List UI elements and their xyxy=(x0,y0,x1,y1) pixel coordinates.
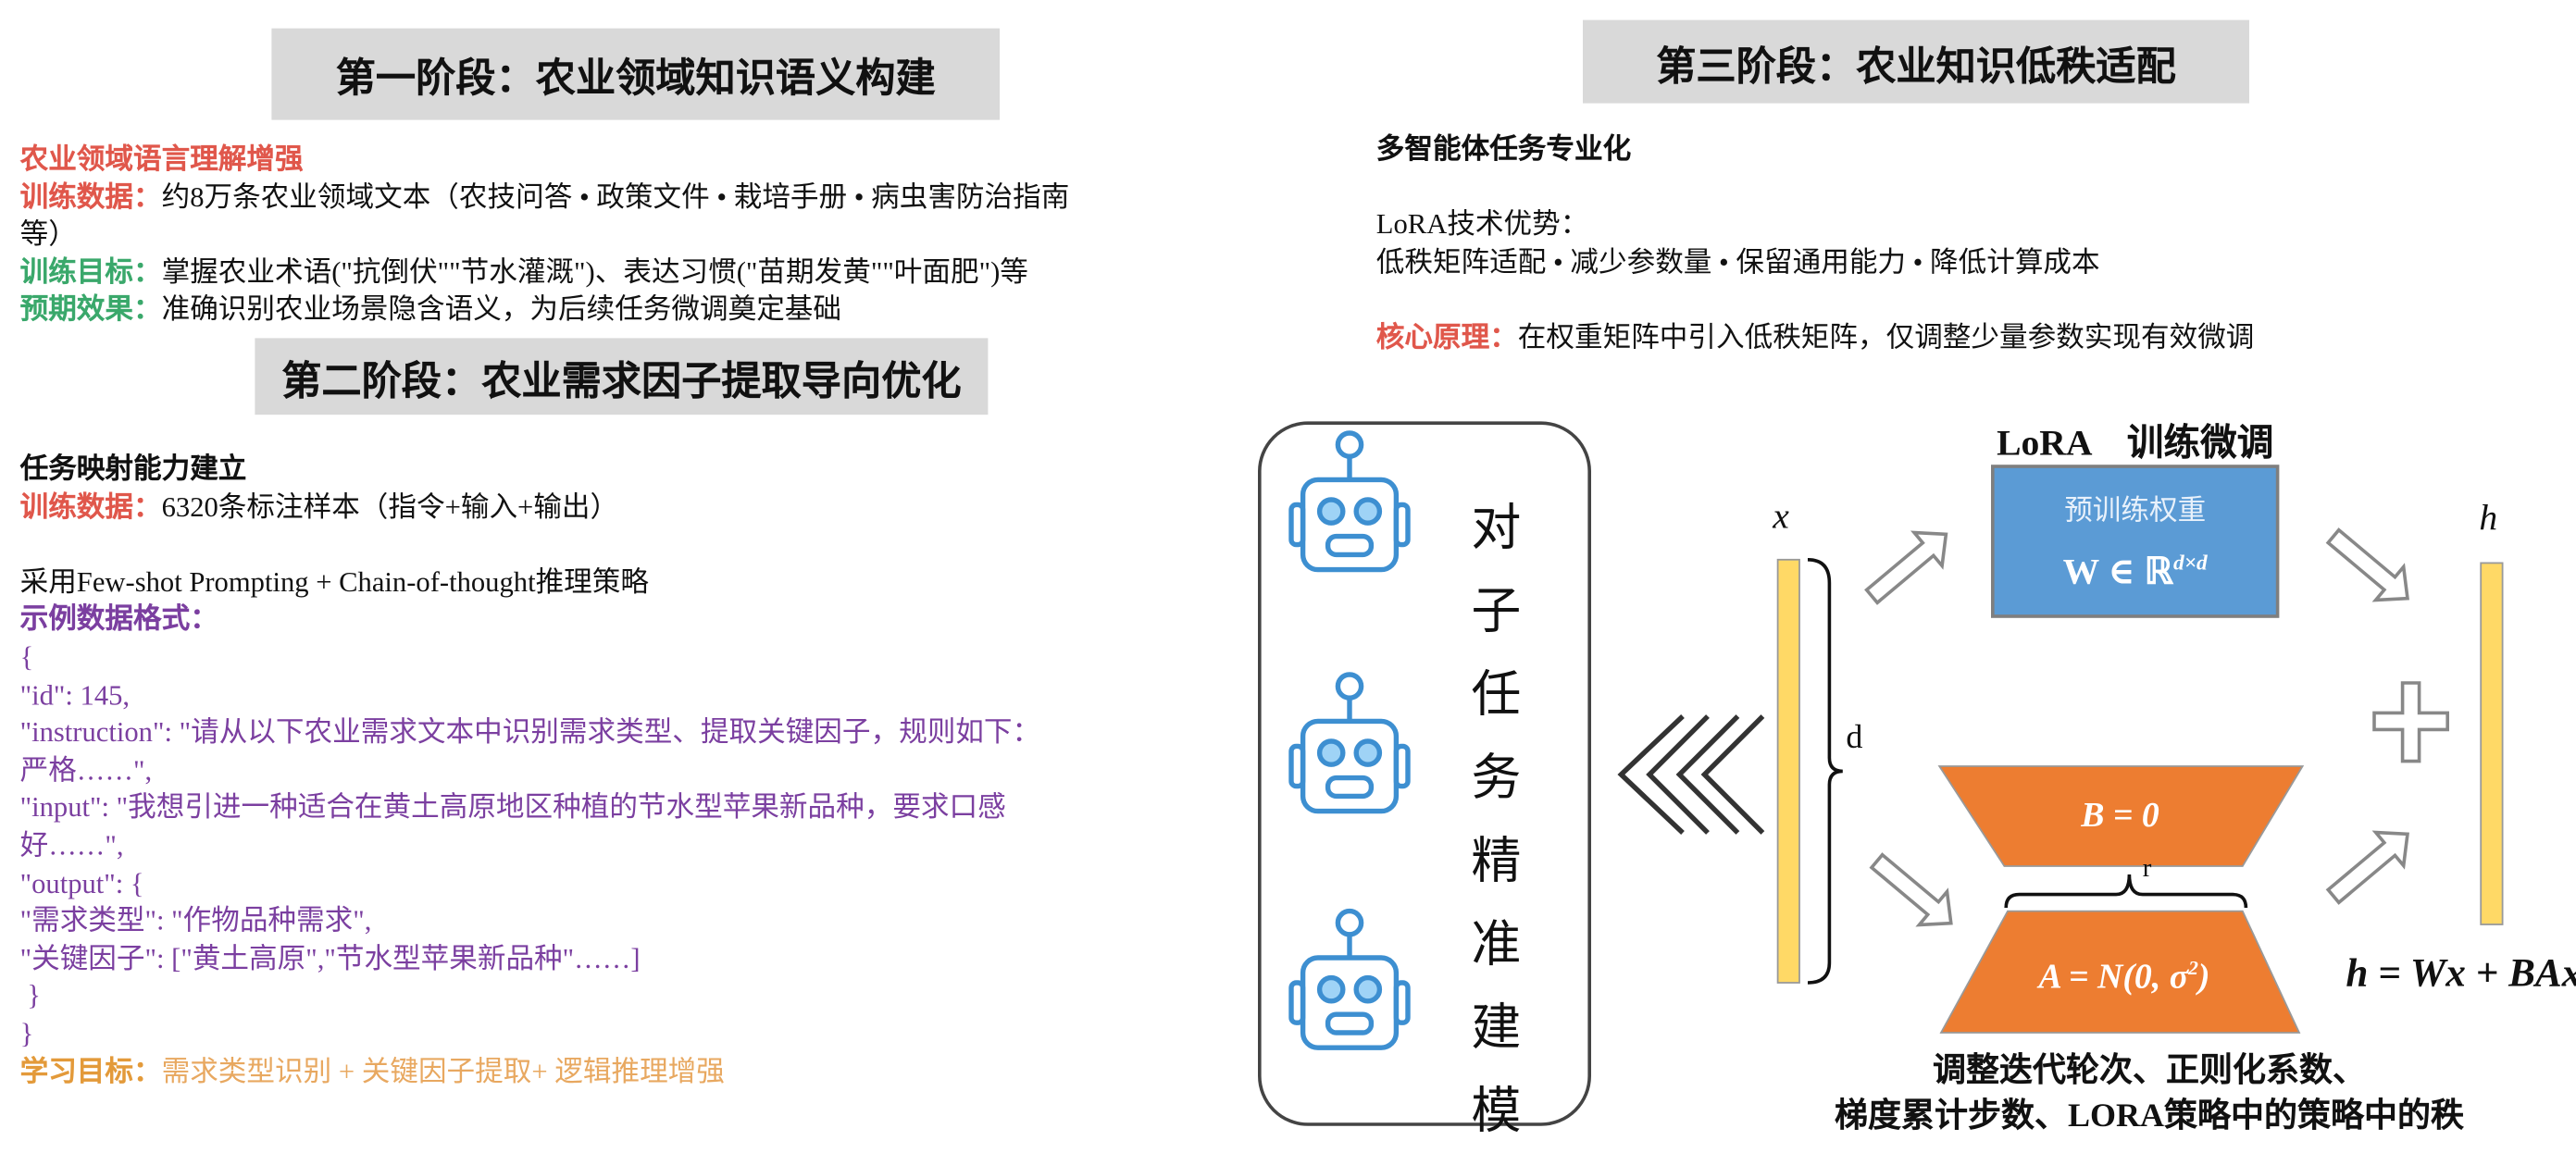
vertical-char: 建 xyxy=(1471,1000,1522,1057)
h-label: h xyxy=(2479,496,2498,539)
w-formula: W ∈ ℝd×d xyxy=(1993,550,2278,593)
value: 在权重矩阵中引入低秩矩阵，仅调整少量参数实现有效微调 xyxy=(1517,321,2255,353)
b-formula: B = 0 xyxy=(2081,794,2159,835)
matrix-b xyxy=(1937,765,2305,867)
value: 6320条标注样本（指令+输入+输出） xyxy=(161,490,619,523)
x-label: x xyxy=(1773,494,1789,537)
a-close: ) xyxy=(2197,956,2210,997)
example-json: { "id": 145, "instruction": "请从以下农业需求文本中识别… xyxy=(20,639,1041,1053)
example-json-line: 好……", xyxy=(19,829,124,862)
caption-line: 梯度累计步数、LORA策略中的策略中的秩 xyxy=(1834,1097,2465,1134)
a-formula-text: A = N(0, σ xyxy=(2038,956,2189,997)
example-label: 示例数据格式： xyxy=(19,603,218,636)
label: 学习目标： xyxy=(19,1055,162,1087)
vertical-char: 子 xyxy=(1471,584,1522,640)
vertical-char: 精 xyxy=(1471,834,1522,890)
example-json-line: "需求类型": "作物品种需求", xyxy=(19,904,372,936)
stage3-heading: 多智能体任务专业化 xyxy=(1375,133,1632,166)
value: 约8万条农业领域文本（农技问答 • 政策文件 • 栽培手册 • 病虫害防治指南 xyxy=(161,180,1070,213)
vertical-char: 任 xyxy=(1471,667,1522,724)
adv-text: 低秩矩阵适配 • 减少参数量 • 保留通用能力 • 降低计算成本 xyxy=(1375,246,2100,279)
value: 等） xyxy=(19,218,77,251)
label: 核心原理： xyxy=(1375,321,1518,353)
stage2-heading: 任务映射能力建立 xyxy=(19,453,247,485)
input-vector-x xyxy=(1776,558,1800,984)
example-json-line: } xyxy=(19,1017,34,1049)
example-json-line: "output": { xyxy=(19,866,144,899)
a-sup: 2 xyxy=(2188,956,2198,980)
value: 需求类型识别 + 关键因子提取+ 逻辑推理增强 xyxy=(161,1055,725,1087)
label: 训练数据： xyxy=(19,180,162,213)
arrow-icon xyxy=(1864,530,1948,605)
chevrons-icon xyxy=(1617,714,1765,835)
example-json-line: "input": "我想引进一种适合在黄土高原地区种植的节水型苹果新品种，要求口… xyxy=(19,791,1006,824)
stage2-text: 任务映射能力建立 训练数据：6320条标注样本（指令+输入+输出） 采用Few-… xyxy=(20,452,1041,1091)
example-json-line: "id": 145, xyxy=(19,678,131,711)
lora-title: LoRA 训练微调 xyxy=(1997,421,2274,464)
stage1-title: 第一阶段：农业领域知识语义构建 xyxy=(271,28,1000,120)
stage3-text: 多智能体任务专业化 LoRA技术优势： 低秩矩阵适配 • 减少参数量 • 保留通… xyxy=(1376,131,2255,357)
strategy-text: 采用Few-shot Prompting + Chain-of-thought推… xyxy=(19,565,649,598)
adv-label: LoRA技术优势： xyxy=(1375,208,1589,241)
example-json-line: } xyxy=(19,979,41,1012)
matrix-a xyxy=(1939,910,2301,1034)
vertical-char: 准 xyxy=(1471,917,1522,973)
arrow-icon xyxy=(2325,830,2409,905)
label: 训练数据： xyxy=(19,490,162,523)
stage3-title: 第三阶段：农业知识低秩适配 xyxy=(1583,19,2249,104)
r-brace xyxy=(2004,874,2248,909)
w-formula-text: W ∈ ℝ xyxy=(2062,550,2173,592)
r-label: r xyxy=(2142,854,2152,883)
example-json-line: 严格……", xyxy=(19,753,153,787)
arrow-icon xyxy=(2325,527,2409,602)
label: 训练目标： xyxy=(19,255,162,289)
arrow-icon xyxy=(1869,852,1953,927)
output-formula: h = Wx + BAx xyxy=(2346,952,2576,997)
stage2-title: 第二阶段：农业需求因子提取导向优化 xyxy=(255,338,989,415)
plus-icon xyxy=(2372,681,2449,763)
output-vector-h xyxy=(2480,562,2504,925)
stage1-heading: 农业领域语言理解增强 xyxy=(19,143,304,175)
caption-line: 调整迭代轮次、正则化系数、 xyxy=(1933,1052,2366,1090)
stage1-text: 农业领域语言理解增强 训练数据：约8万条农业领域文本（农技问答 • 政策文件 •… xyxy=(20,142,1070,329)
vertical-char: 模 xyxy=(1471,1084,1522,1140)
value: 准确识别农业场景隐含语义，为后续任务微调奠定基础 xyxy=(161,293,842,326)
a-formula: A = N(0, σ2) xyxy=(1983,956,2266,998)
d-brace xyxy=(1807,557,1843,985)
example-json-line: { xyxy=(19,640,34,674)
example-json-line: "关键因子": ["黄土高原","节水型苹果新品种"……] xyxy=(19,942,641,974)
example-json-line: "instruction": "请从以下农业需求文本中识别需求类型、提取关键因子… xyxy=(19,716,1041,749)
vertical-caption: 对子任务精准建模 xyxy=(1466,487,1526,1153)
d-label: d xyxy=(1846,719,1863,757)
vertical-char: 务 xyxy=(1471,750,1522,807)
w-sup: d×d xyxy=(2172,550,2208,575)
pretrained-weight-box xyxy=(1990,465,2280,618)
value: 掌握农业术语("抗倒伏""节水灌溉")、表达习惯("苗期发黄""叶面肥")等 xyxy=(161,255,1028,289)
pretrained-label: 预训练权重 xyxy=(2064,494,2207,527)
tuning-caption: 调整迭代轮次、正则化系数、 梯度累计步数、LORA策略中的策略中的秩 xyxy=(1816,1049,2483,1139)
vertical-char: 对 xyxy=(1471,501,1522,557)
agents-box xyxy=(1258,421,1591,1126)
label: 预期效果： xyxy=(19,293,162,326)
